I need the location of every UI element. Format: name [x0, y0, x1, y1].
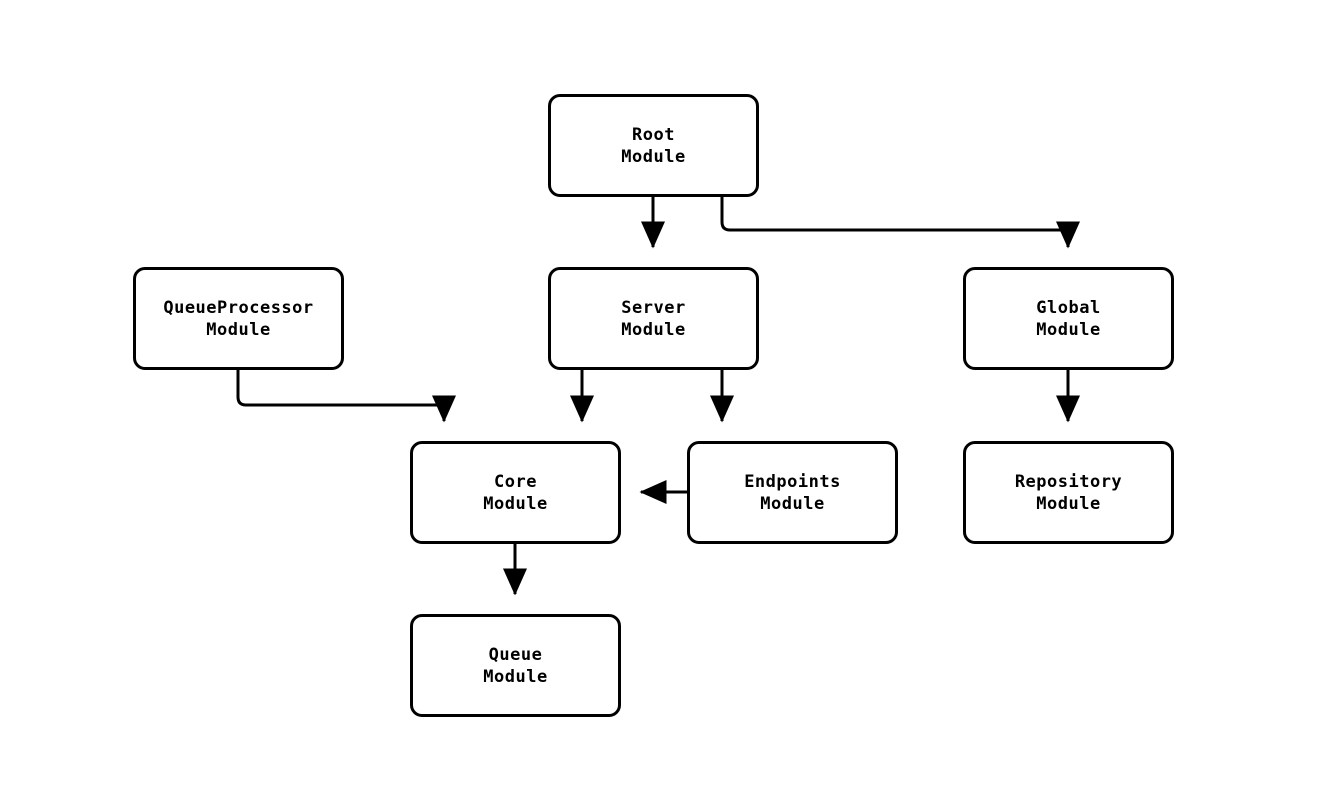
server-module-label-line1: Server [621, 297, 686, 318]
core-module-label-line2: Module [483, 493, 548, 514]
repository-module-label-line2: Module [1036, 493, 1101, 514]
queueprocessor-module-label-line1: QueueProcessor [163, 297, 314, 318]
global-module-label-line1: Global [1036, 297, 1101, 318]
repository-module-label-line1: Repository [1014, 471, 1123, 492]
core-module-label-line1: Core [494, 471, 537, 492]
root-module-node[interactable]: Root Module [548, 94, 759, 197]
endpoints-module-label-line1: Endpoints [744, 471, 841, 492]
queueprocessor-module-label-line2: Module [206, 319, 271, 340]
root-module-label-line1: Root [632, 124, 675, 145]
queue-module-label-line2: Module [483, 666, 548, 687]
endpoints-module-node[interactable]: Endpoints Module [687, 441, 898, 544]
endpoints-module-label-line2: Module [760, 493, 825, 514]
core-module-node[interactable]: Core Module [410, 441, 621, 544]
queueprocessor-module-node[interactable]: QueueProcessor Module [133, 267, 344, 370]
server-module-node[interactable]: Server Module [548, 267, 759, 370]
edge-queueprocessor-core [236, 370, 456, 423]
global-module-node[interactable]: Global Module [963, 267, 1174, 370]
queue-module-node[interactable]: Queue Module [410, 614, 621, 717]
edge-root-global [720, 197, 1080, 249]
queue-module-label-line1: Queue [488, 644, 543, 665]
global-module-label-line2: Module [1036, 319, 1101, 340]
server-module-label-line2: Module [621, 319, 686, 340]
root-module-label-line2: Module [621, 146, 686, 167]
repository-module-node[interactable]: Repository Module [963, 441, 1174, 544]
